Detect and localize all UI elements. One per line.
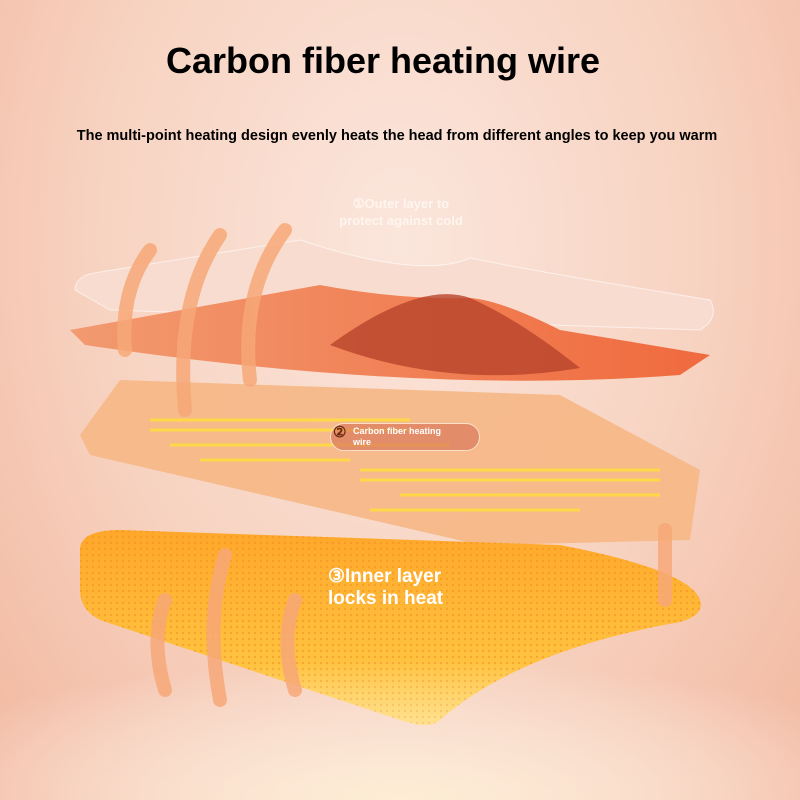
label-line: ①Outer layer to <box>352 196 450 211</box>
carbon-fiber-layer <box>80 380 700 545</box>
inner-layer-label: ③Inner layer locks in heat <box>328 566 443 610</box>
down-arrow-icon <box>241 223 292 387</box>
label-line: locks in heat <box>328 588 444 609</box>
carbon-fiber-label: ② Carbon fiber heating wire <box>330 423 480 451</box>
page-title: Carbon fiber heating wire <box>165 40 601 81</box>
label-line: protect against cold <box>339 213 463 228</box>
up-arrow-icon <box>280 593 302 697</box>
step-number: ② <box>333 424 347 441</box>
outer-layer-label: ①Outer layer to protect against cold <box>326 195 476 229</box>
page-subtitle: The multi-point heating design evenly he… <box>76 128 718 144</box>
label-line: wire <box>353 437 372 447</box>
outer-layer <box>70 285 710 381</box>
heating-wire <box>150 418 660 512</box>
up-arrow-icon <box>206 548 232 707</box>
up-arrow-icon <box>150 593 172 697</box>
down-arrow-icon <box>176 228 227 417</box>
label-line: Carbon fiber heating <box>353 426 442 436</box>
heat-arrows <box>117 223 672 707</box>
down-arrow-icon <box>117 243 157 357</box>
heat-glow <box>0 600 800 800</box>
label-line: ③Inner layer <box>328 566 442 587</box>
